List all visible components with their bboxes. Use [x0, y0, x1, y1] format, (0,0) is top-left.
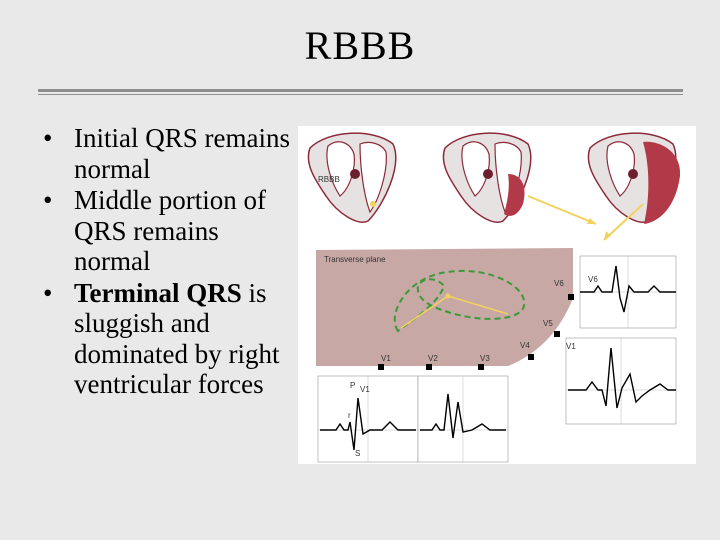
- bullet-dot: •: [43, 123, 53, 153]
- bullet-dot: •: [43, 277, 53, 308]
- bullet-text: is sluggish and dominated by right ventr…: [74, 277, 280, 400]
- r-wave-label: r: [348, 411, 351, 420]
- bullet-text: Middle portion of QRS remains normal: [74, 185, 266, 276]
- v1-ecg-strip-right: [565, 337, 677, 425]
- v1-rbbb-strip: [417, 375, 509, 463]
- bullet-item: • Initial QRS remains normal: [32, 123, 292, 184]
- vector-arrow-1: [527, 195, 597, 225]
- v6-label: V6: [554, 279, 564, 288]
- rbbb-illustration: RBBB Transverse plane V1: [298, 126, 696, 464]
- heart-diagram-1: [307, 132, 397, 223]
- s-wave-label: S: [355, 449, 360, 458]
- bullet-item: • Middle portion of QRS remains normal: [32, 185, 292, 277]
- v1-ecg-strip-left: [317, 375, 419, 463]
- title-divider-thin: [38, 94, 683, 95]
- rbbb-label: RBBB: [318, 175, 340, 184]
- bullet-item: • Terminal QRS is sluggish and dominated…: [32, 278, 292, 400]
- transverse-plane: [316, 248, 573, 366]
- rbbb-figure: RBBB Transverse plane V1: [298, 126, 696, 464]
- mean-vector: [447, 295, 509, 315]
- bullet-list: • Initial QRS remains normal • Middle po…: [32, 123, 292, 401]
- v3-label: V3: [480, 354, 490, 363]
- v6-ecg-strip: [579, 255, 677, 329]
- v6-strip-label: V6: [588, 275, 598, 284]
- v2-label: V2: [428, 354, 438, 363]
- p-wave-label: P: [350, 381, 355, 390]
- v1-label: V1: [381, 354, 391, 363]
- qrs-vector-loop: [393, 269, 526, 333]
- title-divider: [38, 89, 683, 92]
- bullet-lead: Terminal QRS: [74, 277, 242, 308]
- slide-title: RBBB: [304, 23, 416, 68]
- v5-label: V5: [543, 319, 553, 328]
- transverse-plane-label: Transverse plane: [324, 255, 386, 264]
- v4-label: V4: [520, 341, 530, 350]
- terminal-vector: [400, 295, 449, 329]
- heart-diagram-2: [442, 132, 532, 223]
- chest-wall-electrodes: [378, 294, 574, 370]
- v1-strip-label: V1: [566, 342, 576, 351]
- heart-diagram-3: [587, 132, 681, 224]
- bullet-text: Initial QRS remains normal: [74, 123, 290, 184]
- v1-label-lower: V1: [360, 385, 370, 394]
- vector-arrow-2: [603, 203, 644, 241]
- bullet-dot: •: [43, 185, 53, 215]
